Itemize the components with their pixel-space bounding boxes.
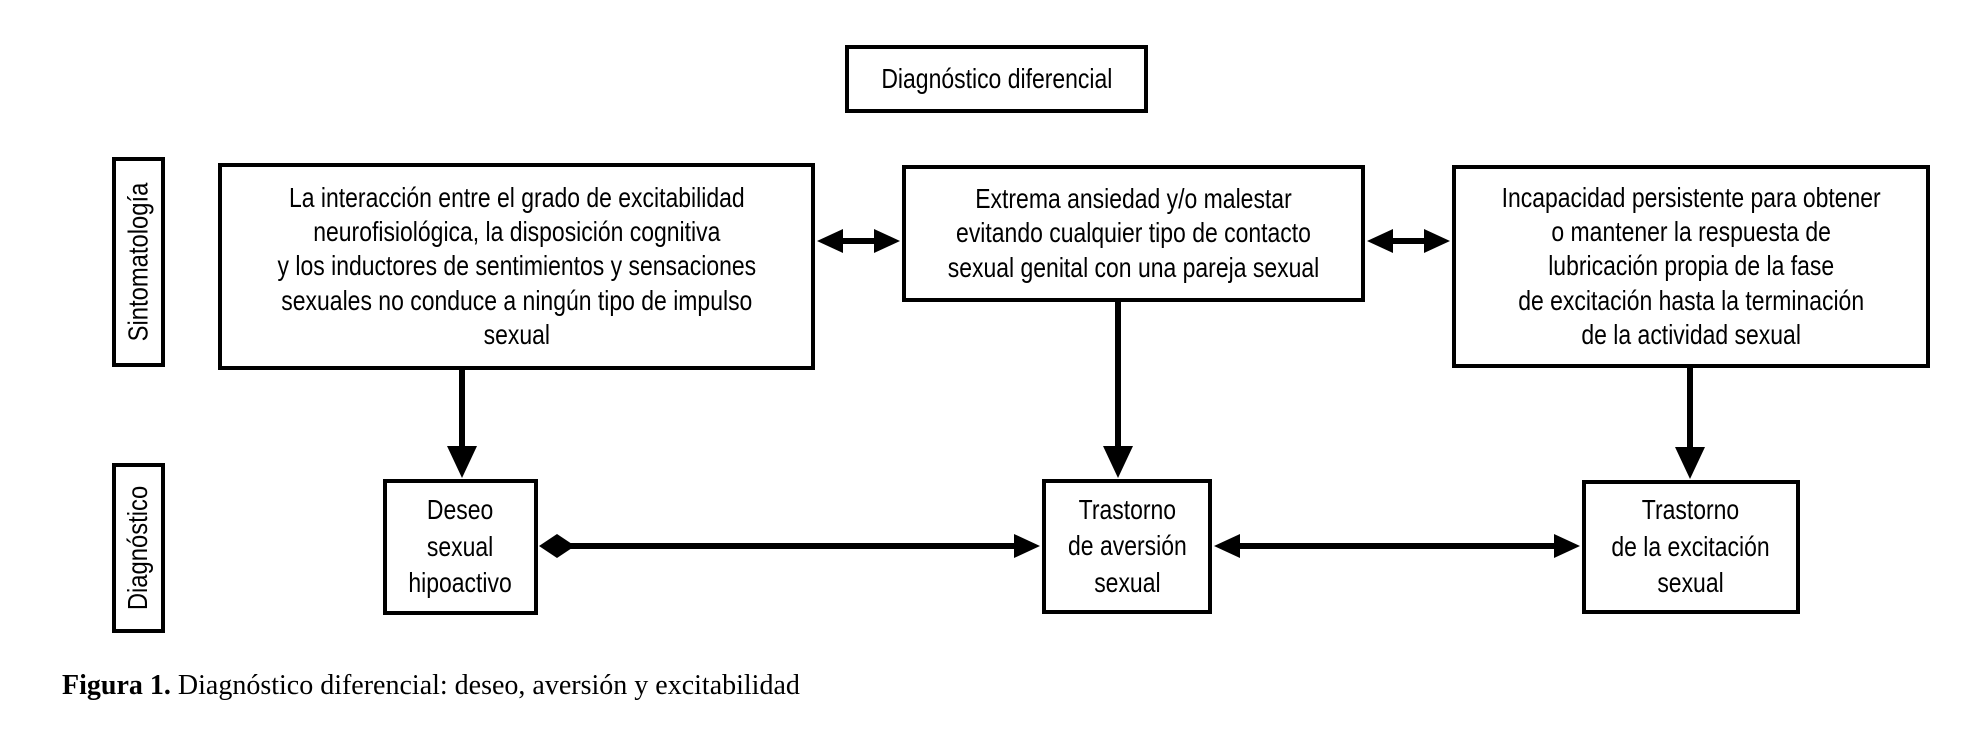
diagnosis-box-trastorno-aversion: Trastorno de aversión sexual xyxy=(1042,479,1212,614)
header-box-label: Diagnóstico diferencial xyxy=(880,62,1113,94)
diagnosis-box-trastorno-excitacion: Trastorno de la excitación sexual xyxy=(1582,480,1800,614)
row-label-diagnostico: Diagnóstico xyxy=(112,463,165,633)
header-box-diagnostico-diferencial: Diagnóstico diferencial xyxy=(845,45,1148,113)
row-label-sintomatologia-text: Sintomatología xyxy=(122,182,154,342)
figure-caption-text: Diagnóstico diferencial: deseo, aversión… xyxy=(170,670,800,701)
diagnosis-box-excitacion-text: Trastorno de la excitación sexual xyxy=(1611,494,1771,599)
symptom-box-aversion: Extrema ansiedad y/o malestar evitando c… xyxy=(902,165,1365,302)
diagnosis-box-deseo-text: Deseo sexual hipoactivo xyxy=(408,494,513,599)
diagnosis-box-deseo-sexual-hipoactivo: Deseo sexual hipoactivo xyxy=(383,479,538,615)
figure-caption: Figura 1. Diagnóstico diferencial: deseo… xyxy=(62,670,800,702)
row-label-diagnostico-text: Diagnóstico xyxy=(122,485,154,611)
diagnosis-box-aversion-text: Trastorno de aversión sexual xyxy=(1067,493,1187,598)
symptom-box-aversion-text: Extrema ansiedad y/o malestar evitando c… xyxy=(947,183,1320,283)
figure-caption-number: Figura 1. xyxy=(62,670,171,701)
symptom-box-deseo-text: La interacción entre el grado de excitab… xyxy=(277,182,756,350)
symptom-box-excitacion-text: Incapacidad persistente para obtener o m… xyxy=(1501,182,1881,350)
symptom-box-excitacion: Incapacidad persistente para obtener o m… xyxy=(1452,165,1930,368)
arrow-shapes xyxy=(447,229,1705,558)
row-label-sintomatologia: Sintomatología xyxy=(112,157,165,367)
symptom-box-deseo-hipoactivo: La interacción entre el grado de excitab… xyxy=(218,163,815,370)
